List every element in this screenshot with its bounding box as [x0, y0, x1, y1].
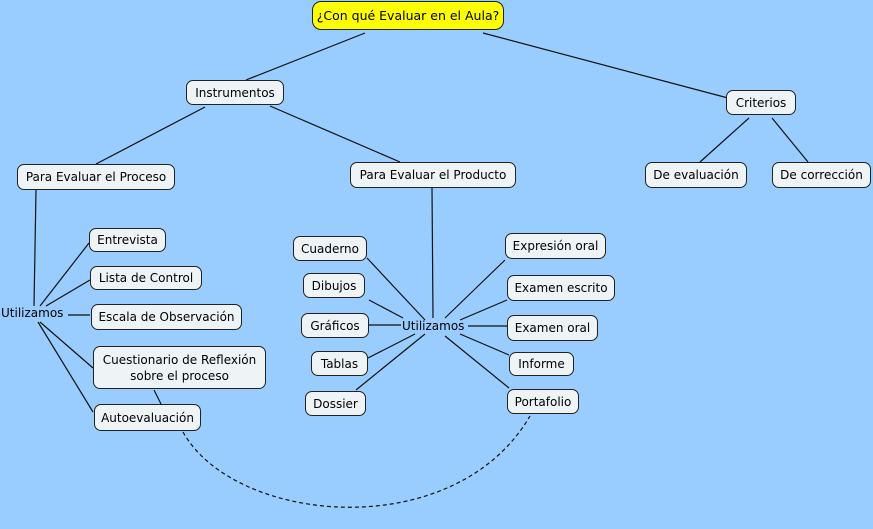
- node-instrumentos[interactable]: Instrumentos: [186, 80, 284, 105]
- node-dossier[interactable]: Dossier: [305, 391, 366, 416]
- node-lista-de-control[interactable]: Lista de Control: [90, 266, 202, 290]
- node-cuestionario-reflexion[interactable]: Cuestionario de Reflexión sobre el proce…: [93, 346, 266, 389]
- node-criterios[interactable]: Criterios: [726, 90, 796, 115]
- link-label-utilizamos-producto: Utilizamos: [402, 319, 465, 333]
- node-portafolio[interactable]: Portafolio: [507, 389, 579, 414]
- link-label-utilizamos-proceso: Utilizamos: [1, 306, 64, 320]
- node-escala-de-observacion[interactable]: Escala de Observación: [91, 304, 242, 330]
- node-informe[interactable]: Informe: [509, 352, 574, 376]
- node-expresion-oral[interactable]: Expresión oral: [505, 233, 606, 259]
- node-dibujos[interactable]: Dibujos: [303, 273, 365, 298]
- node-tablas[interactable]: Tablas: [311, 351, 368, 376]
- node-examen-escrito[interactable]: Examen escrito: [507, 275, 615, 301]
- node-autoevaluacion[interactable]: Autoevaluación: [94, 404, 201, 431]
- node-para-evaluar-proceso[interactable]: Para Evaluar el Proceso: [17, 164, 175, 190]
- node-entrevista[interactable]: Entrevista: [89, 228, 166, 252]
- node-de-evaluacion[interactable]: De evaluación: [645, 162, 747, 188]
- node-graficos[interactable]: Gráficos: [301, 313, 369, 338]
- node-cuaderno[interactable]: Cuaderno: [293, 236, 367, 261]
- node-examen-oral[interactable]: Examen oral: [507, 315, 598, 341]
- node-para-evaluar-producto[interactable]: Para Evaluar el Producto: [350, 162, 516, 188]
- node-de-correccion[interactable]: De corrección: [772, 162, 871, 188]
- root-concept[interactable]: ¿Con qué Evaluar en el Aula?: [312, 1, 504, 30]
